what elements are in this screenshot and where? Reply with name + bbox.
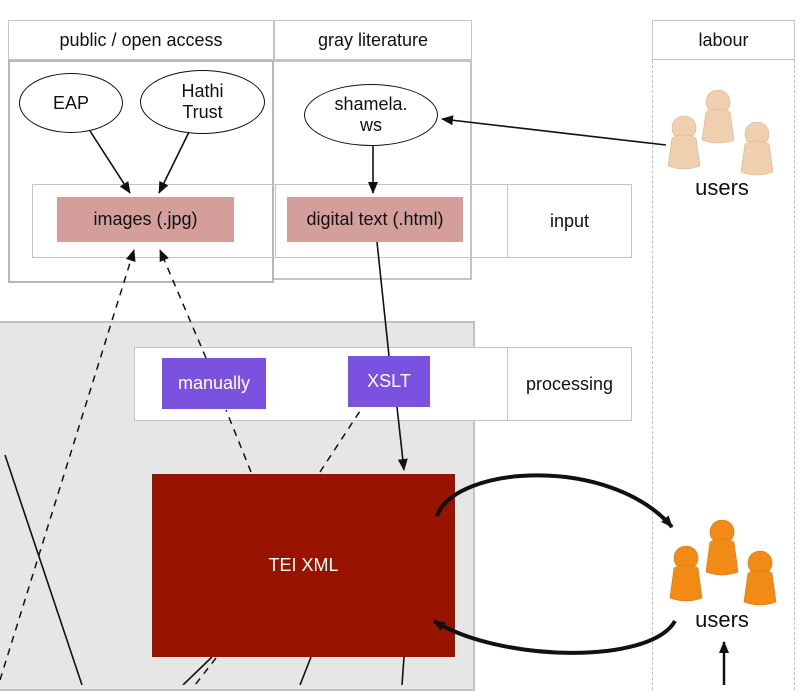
xslt-step: XSLT	[348, 356, 430, 407]
line-tei-bottom-1	[182, 656, 213, 685]
input-row-divider-1	[275, 184, 276, 258]
processing-row-divider	[507, 347, 508, 421]
shamela-node: shamela. ws	[304, 84, 438, 146]
processing-label: processing	[525, 373, 614, 394]
arrow-xslt-to-tei	[396, 406, 408, 471]
input-row	[32, 184, 632, 258]
eap-node: EAP	[19, 73, 123, 133]
users-icon-top	[667, 89, 774, 176]
arrow-hathi-to-images	[158, 131, 190, 194]
dashed-tei-to-xslt	[319, 407, 363, 473]
input-label: input	[549, 210, 590, 231]
labour-column	[652, 60, 795, 690]
input-row-divider-2	[507, 184, 508, 258]
line-tei-bottom-3	[299, 656, 312, 685]
dashed-long-to-images	[0, 249, 136, 681]
header-gray: gray literature	[274, 20, 472, 60]
dashed-manually-to-images	[159, 249, 207, 359]
header-labour: labour	[652, 20, 795, 60]
hathi-trust-node: Hathi Trust	[140, 70, 265, 134]
arrow-eap-to-images	[89, 130, 131, 194]
users-label-bottom: users	[695, 607, 749, 632]
images-box: images (.jpg)	[57, 197, 234, 242]
line-tei-bottom-4	[401, 656, 405, 685]
curve-users-to-tei	[432, 619, 677, 655]
line-lower-left	[4, 454, 83, 685]
dashed-tei-bottom-2	[194, 657, 217, 685]
manually-step: manually	[162, 358, 266, 409]
arrow-users-to-shamela	[441, 115, 667, 146]
gray-column-frame	[274, 60, 472, 280]
tei-xml-box: TEI XML	[152, 474, 455, 657]
curve-tei-to-users	[435, 473, 674, 529]
line-text-to-xslt	[376, 241, 390, 357]
users-icon-bottom	[669, 519, 777, 606]
header-public: public / open access	[8, 20, 274, 60]
public-column-frame	[8, 60, 274, 283]
dashed-tei-to-manually	[225, 409, 252, 473]
users-label-top: users	[695, 175, 749, 200]
digital-text-box: digital text (.html)	[287, 197, 463, 242]
